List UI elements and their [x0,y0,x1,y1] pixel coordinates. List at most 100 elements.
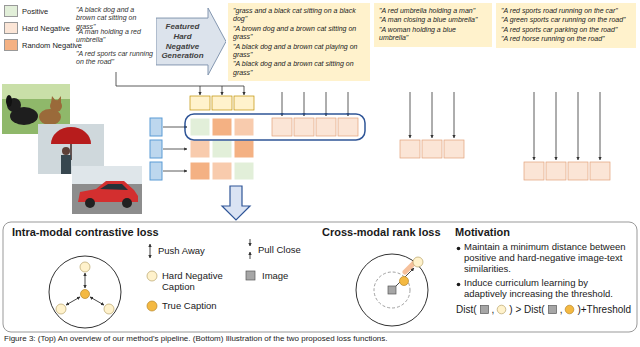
formula-symbol [564,304,575,315]
hard-negative-caption: "A red sports road running on the car" [501,7,631,15]
image-embedding [150,118,162,136]
formula-row: Dist(,) > Dist(,)+Threshold [455,304,633,315]
hard-negative-cells [524,162,544,180]
car-photo [100,184,128,190]
hard-negative-cells [546,162,566,180]
cross-modal-figure [374,272,410,308]
image-symbol [480,305,488,313]
hard-negative-arrows [348,92,349,116]
formula-text: ) > Dist( [509,304,544,315]
bullet-row: Induce curriculum learning by adaptively… [455,278,633,300]
caption-embedding [222,86,223,95]
intra-modal-figure [90,297,104,305]
bullet-text: Induce curriculum learning by adaptively… [464,278,633,300]
formula-text: , [492,304,495,315]
hard-negative-box: "grass and a black cat sitting on a blac… [228,3,370,81]
hard-negative-caption: "A brown dog and a brown cat sitting on … [233,25,365,42]
row-highlight [185,114,365,140]
caption-embedding [244,86,245,95]
legend-row: Random Negative [4,39,82,51]
hard-negative-cells [400,140,420,158]
bullet-dot [457,247,461,251]
loss-key [147,239,255,311]
hard-negative-cells [272,118,610,180]
loss-key [147,301,157,311]
hard-negative-caption: "A red sports car parking on the road" [501,26,631,34]
caption-embedding [234,96,254,110]
formula-text: )+Threshold [577,304,631,315]
bullet-text: Maintain a minimum distance between posi… [464,242,633,275]
hard-negative-cells [444,140,464,158]
loss-key [250,239,251,246]
umbrella-photo [61,155,71,174]
key-label: Image [262,270,312,281]
umbrella-photo [51,127,91,144]
key-label: Push Away [158,245,240,256]
hard-negative-caption: "A red umbrella holding a man" [379,7,487,15]
bullet-dot [455,279,464,290]
intra-modal-figure [81,290,90,299]
down-arrow [222,186,250,220]
hard-negative-arrows [454,92,455,138]
bullet-dot [457,283,461,287]
intra-modal-figure [80,262,90,272]
similarity-matrix [212,140,232,158]
similarity-matrix [212,162,232,180]
arrow-label: Featured Hard Negative Generation [158,22,207,60]
bullet-row: Maintain a minimum distance between posi… [455,242,633,275]
dog-cat-photo [6,95,12,107]
loss-key [150,244,151,258]
image-embedding [163,149,187,150]
caption-text: "A black dog and a brown cat sitting on … [76,6,154,31]
cross-modal-figure [405,263,414,272]
legend-row: Hard Negative [4,22,82,34]
legend-row: Positive [4,5,82,17]
similarity-matrix [190,162,210,180]
hard-negative-arrows [326,92,327,116]
hard-negative-cells [294,118,314,136]
similarity-matrix [190,118,210,136]
key-label: Pull Close [258,244,320,255]
hard-negative-caption: "A black dog and a brown cat sitting on … [233,60,365,77]
formula-symbol [479,304,490,315]
cross-modal-figure [400,277,409,286]
key-label: Hard Negative Caption [162,270,240,293]
hard-caption-symbol [498,305,507,314]
cross-modal-figure [356,254,428,326]
intra-modal-figure [49,256,121,328]
caption-embedding [190,96,210,110]
image-symbol [548,305,556,313]
caption-text: "A man holding a red umbrella" [76,28,154,45]
true-caption-symbol [566,305,575,314]
caption-embedding [200,86,201,95]
image-embedding [163,171,187,172]
formula-symbol [496,304,507,315]
legend-text: Random Negative [22,41,82,50]
car-photo [85,198,95,208]
hard-negative-cells [422,140,442,158]
image-embedding [150,118,187,180]
legend-text: Hard Negative [22,24,70,33]
hard-negative-caption: "A green sports car running on the road" [501,16,631,24]
bullet-dot [455,243,464,254]
hard-negative-cells [316,118,336,136]
hard-negative-arrows [282,92,283,116]
hard-negative-arrows [600,92,601,160]
motivation-heading: Motivation [455,226,633,239]
similarity-matrix [234,118,254,136]
motivation-block: MotivationMaintain a minimum distance be… [455,226,633,315]
generation-arrow: Featured Hard Negative Generation [156,8,226,75]
umbrella-photo [62,147,70,155]
hard-negative-arrows [432,92,433,138]
hard-negative-arrows [578,92,579,160]
image-embedding [150,140,162,158]
legend-text: Positive [22,7,48,16]
formula-symbol [547,304,558,315]
image-embedding [163,127,187,128]
hard-negative-caption: "A red horse running on the road" [501,35,631,43]
formula-text: Dist( [456,304,477,315]
hard-negative-arrows [556,92,557,160]
hard-negative-arrows [534,92,535,160]
cross-modal-figure [356,254,428,326]
